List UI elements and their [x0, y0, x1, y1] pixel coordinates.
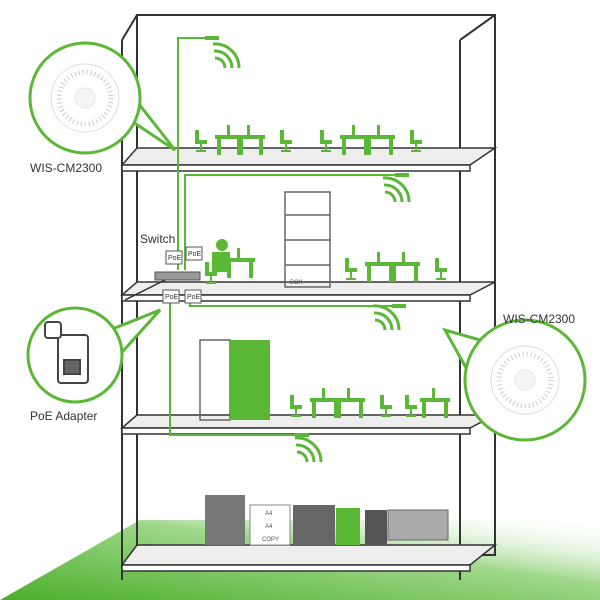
poe-adapter-icon — [44, 321, 89, 384]
ap-label-top: WIS-CM2300 — [30, 161, 102, 175]
office-floor1-equipment: A4 A4 COPY — [205, 495, 449, 546]
poe-adapter-label: PoE Adapter — [30, 409, 97, 423]
wifi-signal-icon — [371, 304, 401, 332]
copy-label: COPY — [262, 537, 279, 543]
poe-adapter-callout — [26, 306, 162, 404]
ap-label-right: WIS-CM2300 — [503, 312, 575, 326]
box-label: BOX — [290, 280, 303, 286]
access-point-device-icon — [491, 346, 559, 414]
ceiling-access-points — [205, 36, 409, 437]
access-point-device-icon — [51, 64, 119, 132]
office-floor2 — [199, 339, 450, 421]
wifi-signal-icon — [293, 436, 323, 464]
poe-tag: PoE — [168, 255, 182, 262]
wifi-signal-icon — [211, 42, 241, 70]
ap-callout-right — [441, 318, 587, 442]
paper-a4-label: A4 — [265, 511, 273, 517]
wifi-signal-icon — [381, 176, 411, 204]
floor-slabs — [119, 147, 498, 572]
paper-a4-label: A4 — [265, 524, 273, 530]
bookshelf — [284, 191, 331, 288]
poe-tag: PoE — [187, 294, 201, 301]
poe-tag: PoE — [188, 251, 202, 258]
poe-switch — [124, 271, 201, 301]
poe-tag: PoE — [165, 294, 179, 301]
poe-tags: PoE PoE PoE PoE — [162, 246, 203, 304]
switch-label: Switch — [140, 232, 175, 246]
office-floor3: BOX — [205, 191, 447, 288]
ap-callout-top — [28, 41, 177, 155]
